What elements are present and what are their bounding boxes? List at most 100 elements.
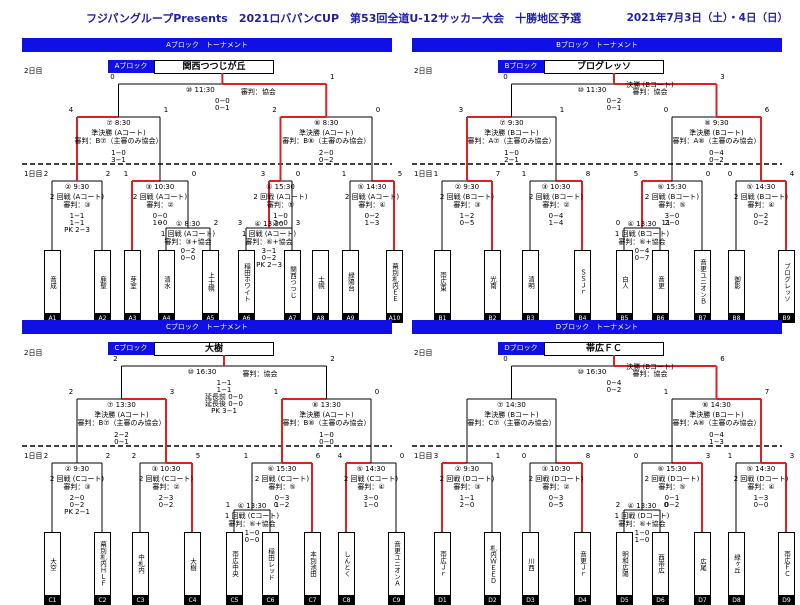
team-box[interactable]: 明和広陽	[616, 532, 633, 596]
final-right-score: 1	[330, 73, 335, 81]
team-name: 帯広東	[438, 272, 447, 292]
team-box[interactable]: 緑ヶ丘	[728, 532, 745, 596]
r2-left-score: 1	[123, 170, 129, 178]
final-right-score: 2	[330, 355, 335, 363]
team-box[interactable]: ＳＳＪｒ	[574, 250, 591, 314]
team-box[interactable]: 清水	[158, 250, 175, 314]
r1-right-score: 0	[663, 501, 669, 509]
sf-left-score: 0	[663, 106, 669, 114]
sf-match-time: ⑧ 13:30	[312, 401, 341, 409]
r2-referee: 審判：③	[63, 483, 91, 491]
team-box[interactable]: 帯広ＦＣ	[778, 532, 795, 596]
bracket-lines	[22, 355, 397, 532]
sf-referee: 審判：B⑦（主審のみ協会）	[77, 419, 166, 427]
bracket-lines	[412, 355, 787, 532]
team-code: B9	[778, 314, 795, 323]
r2-left-score: 2	[131, 452, 137, 460]
team-name: 音更Ｊｒ	[578, 551, 587, 577]
sf-match-time: ⑧ 14:30	[702, 401, 731, 409]
r1-score: 3−1	[261, 247, 277, 255]
team-box[interactable]: ブログレッソ	[778, 250, 795, 314]
r2-right-score: 0	[191, 170, 197, 178]
team-box[interactable]: 大空	[44, 532, 61, 596]
team-name: 緑ヶ丘	[732, 554, 741, 574]
team-code: A6	[238, 314, 255, 323]
final-score: 延長後 0−0	[205, 400, 243, 408]
team-box[interactable]: 上士幌	[202, 250, 219, 314]
team-box[interactable]: 音更Ｊｒ	[574, 532, 591, 596]
team-code: C2	[94, 596, 111, 605]
r1-score: 0−2	[180, 247, 196, 255]
r1-match-label: 1 回戦 (Aコート)	[160, 230, 216, 238]
block-header-bar: Dブロック トーナメント	[412, 320, 782, 334]
team-box[interactable]: 白人	[616, 250, 633, 314]
sf-score: 2−0	[318, 149, 334, 157]
team-box[interactable]: 帯広Ｊｒ	[434, 532, 451, 596]
team-box[interactable]: 御影	[728, 250, 745, 314]
block-header-bar: Cブロック トーナメント	[22, 320, 392, 334]
team-name: 緑陽台	[346, 272, 355, 292]
team-box[interactable]: 幕別札内ＥＥ	[386, 250, 403, 314]
r1-score: 0−7	[634, 254, 650, 262]
r1-referee: 審判：⑥+協会	[228, 520, 276, 528]
team-name: 音成	[48, 275, 57, 289]
sf-match-label: 準決勝 (Bコート)	[689, 129, 744, 137]
team-box[interactable]: 本別池田	[304, 532, 321, 596]
team-code: C8	[338, 596, 355, 605]
team-box[interactable]: 音更ユニオンＢ	[694, 250, 711, 314]
team-box[interactable]: 音更	[652, 250, 669, 314]
team-box[interactable]: 札内ＷＥＥＤ	[484, 532, 501, 596]
sf-score: 1−0	[111, 149, 126, 157]
final-left-score: 2	[113, 355, 118, 363]
final-referee: 審判：協会	[632, 88, 668, 96]
team-box[interactable]: 鹿聖	[94, 250, 111, 314]
r2-referee: 審判：⑤	[268, 483, 296, 491]
team-code: A3	[124, 314, 141, 323]
sf-left-score: 3	[458, 106, 464, 114]
team-box[interactable]: 音成	[44, 250, 61, 314]
team-box[interactable]: 芽室	[124, 250, 141, 314]
r2-score: 1−2	[459, 212, 475, 220]
r1-referee: 審判：⑥+協会	[618, 520, 666, 528]
team-name: 鹿聖	[98, 275, 107, 289]
r2-match-label: 2 回戦 (Cコート)	[343, 475, 399, 483]
sf-match-label: 準決勝 (Aコート)	[299, 411, 354, 419]
team-box[interactable]: 稲田ホワイト	[238, 250, 255, 314]
team-code: A4	[158, 314, 175, 323]
r1-match-label: 1 回戦 (Bコート)	[614, 230, 670, 238]
team-box[interactable]: 清明	[522, 250, 539, 314]
team-box[interactable]: 帯広東	[434, 250, 451, 314]
team-box[interactable]: 光南	[484, 250, 501, 314]
r1-referee: 審判：⑥+協会	[618, 238, 666, 246]
r1-left-score: 3	[237, 219, 243, 227]
r1-score: 0−0	[244, 536, 260, 544]
day2-label: 2日目	[24, 349, 43, 357]
team-box[interactable]: 西帯広	[652, 532, 669, 596]
team-box[interactable]: 川西	[522, 532, 539, 596]
team-box[interactable]: 関西つつじ	[284, 250, 301, 314]
final-score: 0−4	[606, 379, 622, 387]
sf-right-score: 1	[163, 106, 169, 114]
r2-match-time: ② 9:30	[64, 465, 90, 473]
final-match-time: ⑩ 16:30	[187, 368, 217, 376]
team-name: 芽室	[128, 275, 137, 289]
r2-match-time: ⑤ 14:30	[746, 465, 776, 473]
team-box[interactable]: 音更ユニオンＡ	[388, 532, 405, 596]
team-box[interactable]: 広尾	[694, 532, 711, 596]
sf-right-score: 0	[375, 106, 381, 114]
final-left-score: 0	[503, 73, 508, 81]
sf-right-score: 1	[559, 106, 565, 114]
block-winner: 帯広ＦＣ	[544, 342, 664, 356]
final-score: 0−2	[606, 97, 622, 105]
team-box[interactable]: 幕別札内ＨＬＦ	[94, 532, 111, 596]
r2-match-label: 2 回戦 (Aコート)	[132, 193, 188, 201]
r2-score: 1−0	[273, 212, 288, 220]
team-box[interactable]: 緑陽台	[342, 250, 359, 314]
team-box[interactable]: 士幌	[312, 250, 329, 314]
r2-right-score: 0	[295, 170, 301, 178]
block-winner: 関西つつじが丘	[154, 60, 274, 74]
r2-right-score: 0	[705, 170, 711, 178]
r2-match-label: 2 回戦 (Aコート)	[49, 193, 105, 201]
team-name: 上士幌	[206, 272, 215, 292]
r2-match-time: ③ 10:30	[541, 465, 571, 473]
